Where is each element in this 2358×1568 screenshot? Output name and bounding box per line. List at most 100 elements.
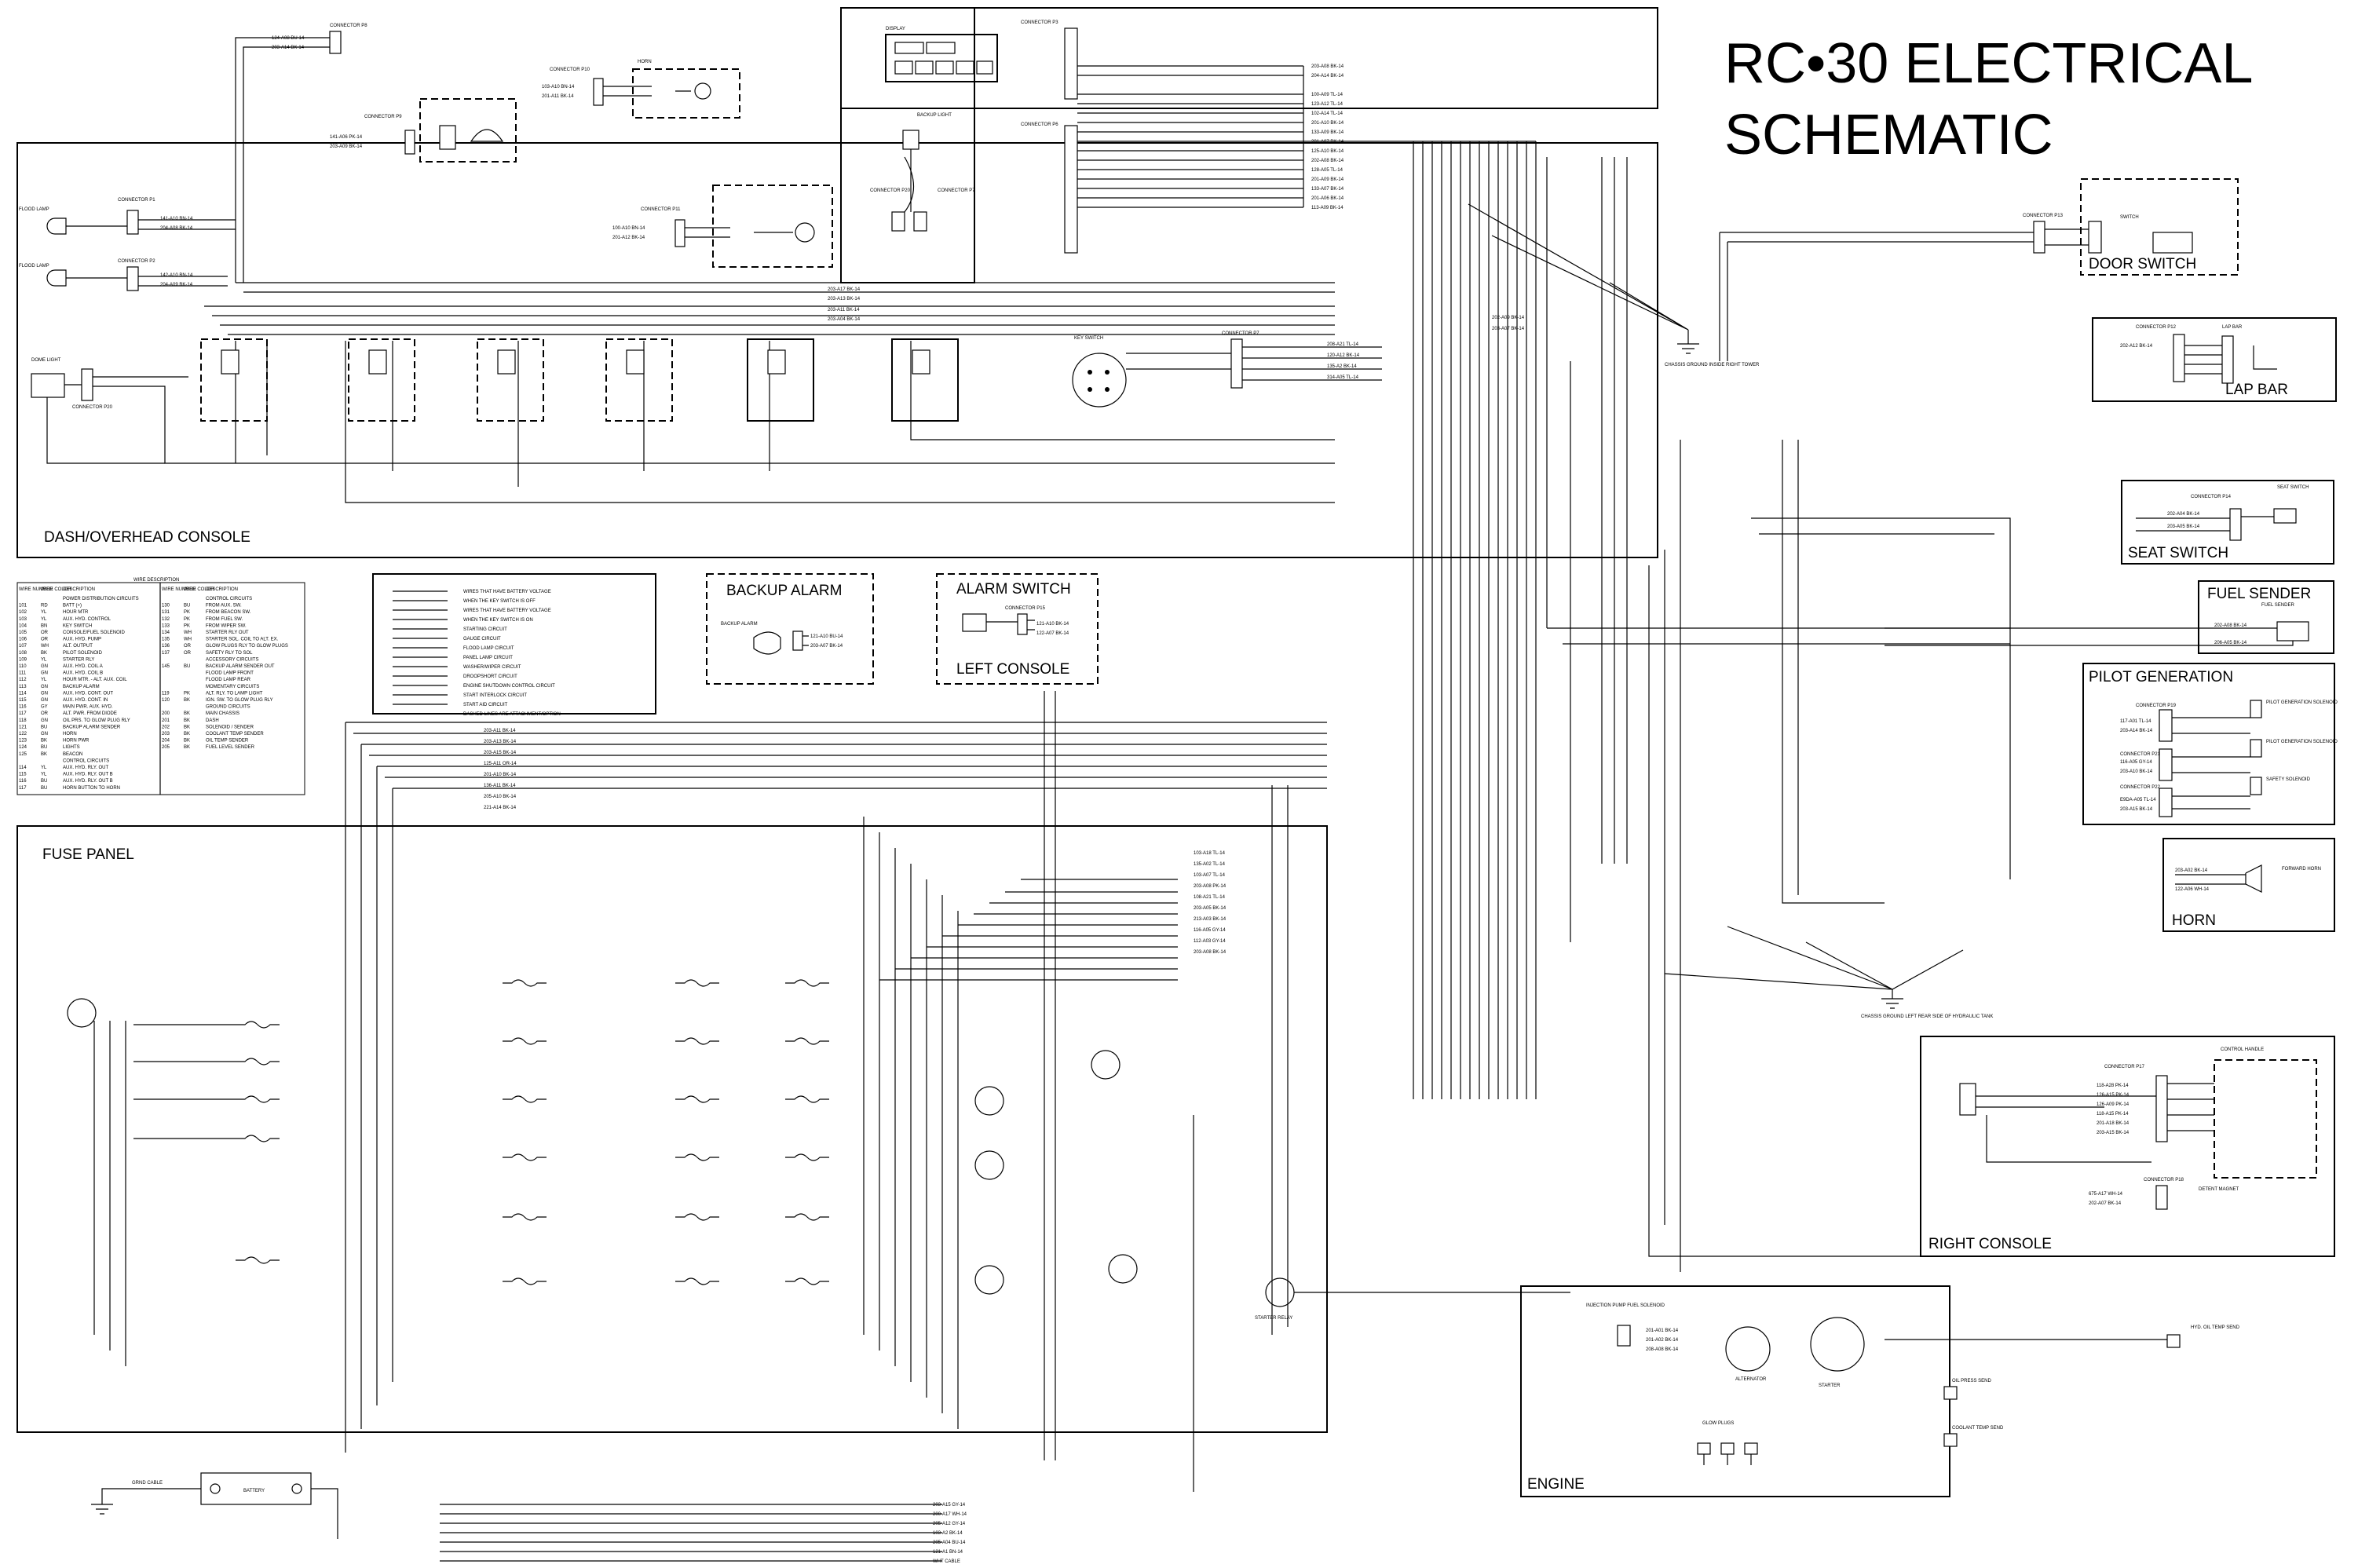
hyd-oil-temp-label: HYD. OIL TEMP SEND xyxy=(2191,1325,2240,1330)
wire-label: 201-A10 BK-14 xyxy=(1311,121,1344,126)
table-cell: OR xyxy=(41,630,49,635)
table-cell: 110 xyxy=(19,664,27,669)
safety-solenoid-label: SAFETY SOLENOID xyxy=(2266,777,2311,782)
table-cell: 114 xyxy=(19,691,27,696)
connector-p12-label: CONNECTOR P12 xyxy=(2136,325,2177,330)
table-cell: AUX. HYD. COIL B xyxy=(63,671,103,676)
battery: BATTERY GRND CABLE xyxy=(91,1472,338,1539)
rocker-switches xyxy=(200,338,959,422)
chassis-ground-2: CHASSIS GROUND LEFT REAR SIDE OF HYDRAUL… xyxy=(1664,926,1993,1019)
wire-label: 203-A08 BK-14 xyxy=(1311,64,1344,69)
wire-label: 201-A07 BK-14 xyxy=(1311,140,1344,144)
table-cell: STARTER RLY xyxy=(63,657,94,662)
legend-text: WASHER/WIPER CIRCUIT xyxy=(463,665,521,670)
wire-label: 121-A10 BU-14 xyxy=(810,634,843,639)
engine-senders: OIL PRESS SEND COOLANT TEMP SEND HYD. OI… xyxy=(1885,1325,2240,1447)
flood-lamp-2: FLOOD LAMP CONNECTOR P2 142-A10 BN-14 20… xyxy=(19,259,193,291)
table-cell: AUX. HYD. CONT. IN xyxy=(63,698,108,703)
table-cell: YL xyxy=(41,773,47,777)
alarm-switch-component: CONNECTOR P15 121-A10 BK-14 122-A07 BK-1… xyxy=(962,606,1069,636)
wire-label: 205-A12 GY-14 xyxy=(933,1522,966,1526)
key-switch: KEY SWITCH CONNECTOR P7 208-A21 TL-14 12… xyxy=(1072,331,1382,408)
wire-label: 203-A09 BK-14 xyxy=(330,144,363,149)
wire-label: 203-A07 BK-14 xyxy=(1492,327,1525,331)
wire-label: 203-A02 BK-14 xyxy=(2175,868,2208,873)
dash-wiring xyxy=(46,219,1335,503)
seat-switch: CONNECTOR P14 SEAT SWITCH 202-A04 BK-14 … xyxy=(2136,485,2309,541)
wire-label: 203-A04 BK-14 xyxy=(828,317,861,322)
table-cell: 122 xyxy=(19,732,27,736)
wire-label: 201-A06 BK-14 xyxy=(1311,196,1344,201)
connector-p17-label: CONNECTOR P17 xyxy=(2104,1065,2145,1069)
wire-label: 126-A09 PK-14 xyxy=(2097,1102,2130,1107)
table-cell: BK xyxy=(184,732,190,736)
wire-label: 112-A03 GY-14 xyxy=(1194,939,1226,944)
seat-switch-label: SEAT SWITCH xyxy=(2128,545,2228,561)
table-cell: 106 xyxy=(19,638,27,642)
wire-label: E9DA-A05 TL-14 xyxy=(2120,798,2156,802)
table-cell: 130 xyxy=(162,604,170,609)
table-cell: BACKUP ALARM SENDER OUT xyxy=(206,664,275,669)
door-switch-label: DOOR SWITCH xyxy=(2089,256,2196,272)
connector-p11: CONNECTOR P11 100-A10 BN-14 201-A12 BK-1… xyxy=(612,185,833,268)
legend-text: WHEN THE KEY SWITCH IS OFF xyxy=(463,599,536,604)
connector-p9-label: CONNECTOR P9 xyxy=(364,115,402,119)
table-cell: POWER DISTRIBUTION CIRCUITS xyxy=(63,597,139,601)
legend-text: WIRES THAT HAVE BATTERY VOLTAGE xyxy=(463,609,551,613)
table-cell: 205 xyxy=(162,745,170,750)
connector-p8: CONNECTOR P8 124-A08 BU-14 203-A14 BK-14 xyxy=(235,24,367,283)
table-cell: 103 xyxy=(19,617,27,622)
connector-p10-label: CONNECTOR P10 xyxy=(550,68,590,72)
injection-pump-label: INJECTION PUMP FUEL SOLENOID xyxy=(1586,1303,1665,1308)
wire-label: 202-A08 BK-14 xyxy=(2214,623,2247,628)
table-cell: STARTER RLY OUT xyxy=(206,630,249,635)
table-cell: 115 xyxy=(19,773,27,777)
wire-label: 121-A1 BN-14 xyxy=(933,1550,963,1555)
flood-lamp-1: FLOOD LAMP CONNECTOR P1 141-A10 BN-14 20… xyxy=(19,198,193,235)
table-cell: STARTER SOL. COIL TO ALT. EX. xyxy=(206,638,279,642)
table-cell: 145 xyxy=(162,664,170,669)
chassis-ground-1-label: CHASSIS GROUND INSIDE RIGHT TOWER xyxy=(1665,363,1760,367)
connector-p13-label: CONNECTOR P13 xyxy=(2023,214,2064,218)
wire-label: 221-A14 BK-14 xyxy=(484,806,517,810)
fuel-sender-box xyxy=(2198,580,2334,654)
wiper-box xyxy=(712,185,833,268)
table-cell: GN xyxy=(41,718,48,723)
alternator-label: ALTERNATOR xyxy=(1735,1377,1767,1382)
table-cell: GN xyxy=(41,732,48,736)
table-cell: ALT. RLY. TO LAMP LIGHT xyxy=(206,691,263,696)
table-cell: WH xyxy=(184,630,192,635)
table-cell: 102 xyxy=(19,610,27,615)
wire-label: 117-A01 TL-14 xyxy=(2120,719,2151,724)
wire-label: 204-A14 BK-14 xyxy=(1311,74,1344,79)
table-cell: BK xyxy=(41,651,47,656)
wire-label: 203-A05 BK-14 xyxy=(1194,906,1227,911)
rocker-switch-2 xyxy=(348,338,415,422)
wire-label: 202-A08 BK-14 xyxy=(1311,159,1344,163)
table-cell: 120 xyxy=(162,698,170,703)
wire-label: 122-A06 WH-14 xyxy=(2175,887,2210,892)
control-handle-label: CONTROL HANDLE xyxy=(2221,1047,2264,1052)
table-cell: GROUND CIRCUITS xyxy=(206,705,250,710)
connector-p6-label: CONNECTOR P6 xyxy=(1021,122,1058,127)
legend-text: WIRES THAT HAVE BATTERY VOLTAGE xyxy=(463,590,551,594)
wire-label: 203-A15 BK-14 xyxy=(2097,1131,2130,1135)
wire-label: 136-A11 BK-14 xyxy=(484,784,516,788)
table-cell: GN xyxy=(41,691,48,696)
wire-label: 141-A10 BN-14 xyxy=(160,217,193,221)
table-cell: 113 xyxy=(19,685,27,689)
table-cell: 112 xyxy=(19,678,27,682)
lap-bar-box xyxy=(2092,317,2337,402)
pilot-generation-box xyxy=(2082,663,2335,825)
wire-label: 675-A17 WH-14 xyxy=(2089,1192,2123,1197)
table-cell: BK xyxy=(184,711,190,716)
table-cell: 134 xyxy=(162,630,170,635)
table-cell: YL xyxy=(41,766,47,770)
forward-horn-label: FORWARD HORN xyxy=(2282,867,2321,872)
table-cell: 105 xyxy=(19,630,27,635)
wire-label: 202-A12 BK-14 xyxy=(2120,344,2153,349)
wire-legend: WIRES THAT HAVE BATTERY VOLTAGE WHEN THE … xyxy=(393,590,561,717)
wire-label: 125-A10 BK-14 xyxy=(1311,149,1344,154)
connector-p7-label: CONNECTOR P7 xyxy=(1222,331,1259,336)
display-panel: DISPLAY xyxy=(885,27,998,82)
